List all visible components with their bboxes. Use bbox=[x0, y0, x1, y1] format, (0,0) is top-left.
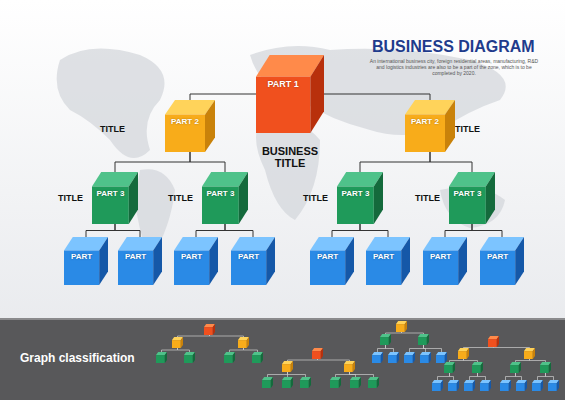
tree-connector bbox=[115, 224, 140, 237]
cube-node: PART bbox=[231, 237, 275, 285]
title-label: TITLE bbox=[415, 193, 440, 203]
cube-shape bbox=[337, 172, 383, 224]
title-label: TITLE bbox=[100, 124, 125, 134]
cube-shape bbox=[405, 100, 455, 152]
title-label: TITLE bbox=[58, 193, 83, 203]
tree-connector bbox=[445, 224, 472, 237]
cube-node: PART bbox=[64, 237, 108, 285]
title-label: BUSINESS TITLE bbox=[258, 145, 322, 169]
cube-node: PART bbox=[480, 237, 524, 285]
cube-label: PART 1 bbox=[256, 79, 310, 89]
tree-connector bbox=[430, 152, 472, 172]
cube-node: PART 1 bbox=[256, 55, 324, 133]
cube-label: PART 3 bbox=[449, 189, 486, 198]
tree-connector bbox=[360, 152, 430, 172]
cube-node: PART bbox=[366, 237, 410, 285]
cube-label: PART 2 bbox=[165, 117, 205, 126]
title-label: TITLE bbox=[455, 124, 480, 134]
cube-label: PART bbox=[231, 252, 266, 261]
cube-node: PART 3 bbox=[202, 172, 248, 224]
cube-node: PART bbox=[310, 237, 354, 285]
cube-node: PART 3 bbox=[449, 172, 495, 224]
cube-label: PART bbox=[118, 252, 153, 261]
cube-label: PART 2 bbox=[405, 117, 445, 126]
cube-label: PART bbox=[423, 252, 458, 261]
tree-connector bbox=[472, 224, 502, 237]
cube-shape bbox=[92, 172, 138, 224]
cube-label: PART 3 bbox=[92, 189, 129, 198]
tree-connector bbox=[86, 224, 115, 237]
cube-node: PART bbox=[174, 237, 218, 285]
tree-connector bbox=[360, 224, 388, 237]
tree-connector bbox=[324, 94, 430, 100]
title-label: TITLE bbox=[303, 193, 328, 203]
title-label: TITLE bbox=[168, 193, 193, 203]
cube-node: PART bbox=[423, 237, 467, 285]
tree-connector bbox=[225, 224, 253, 237]
tree-connector bbox=[190, 94, 256, 100]
diagram-title: BUSINESS DIAGRAM bbox=[372, 38, 535, 56]
tree-connector bbox=[196, 224, 225, 237]
tree-connector bbox=[190, 152, 225, 172]
tree-connector bbox=[115, 152, 190, 172]
section-label: Graph classification bbox=[20, 351, 135, 365]
cube-label: PART bbox=[310, 252, 345, 261]
cube-label: PART bbox=[366, 252, 401, 261]
cube-shape bbox=[449, 172, 495, 224]
cube-shape bbox=[165, 100, 215, 152]
tree-connector bbox=[332, 224, 360, 237]
caption-text: An international business city, foreign … bbox=[368, 58, 540, 76]
cube-shape bbox=[202, 172, 248, 224]
cube-label: PART 3 bbox=[337, 189, 374, 198]
cube-label: PART bbox=[64, 252, 99, 261]
cube-label: PART bbox=[174, 252, 209, 261]
cube-node: PART bbox=[118, 237, 162, 285]
cube-node: PART 2 bbox=[165, 100, 215, 152]
cube-shape bbox=[256, 55, 324, 133]
cube-node: PART 2 bbox=[405, 100, 455, 152]
cube-label: PART bbox=[480, 252, 515, 261]
cube-node: PART 3 bbox=[92, 172, 138, 224]
cube-node: PART 3 bbox=[337, 172, 383, 224]
cube-label: PART 3 bbox=[202, 189, 239, 198]
